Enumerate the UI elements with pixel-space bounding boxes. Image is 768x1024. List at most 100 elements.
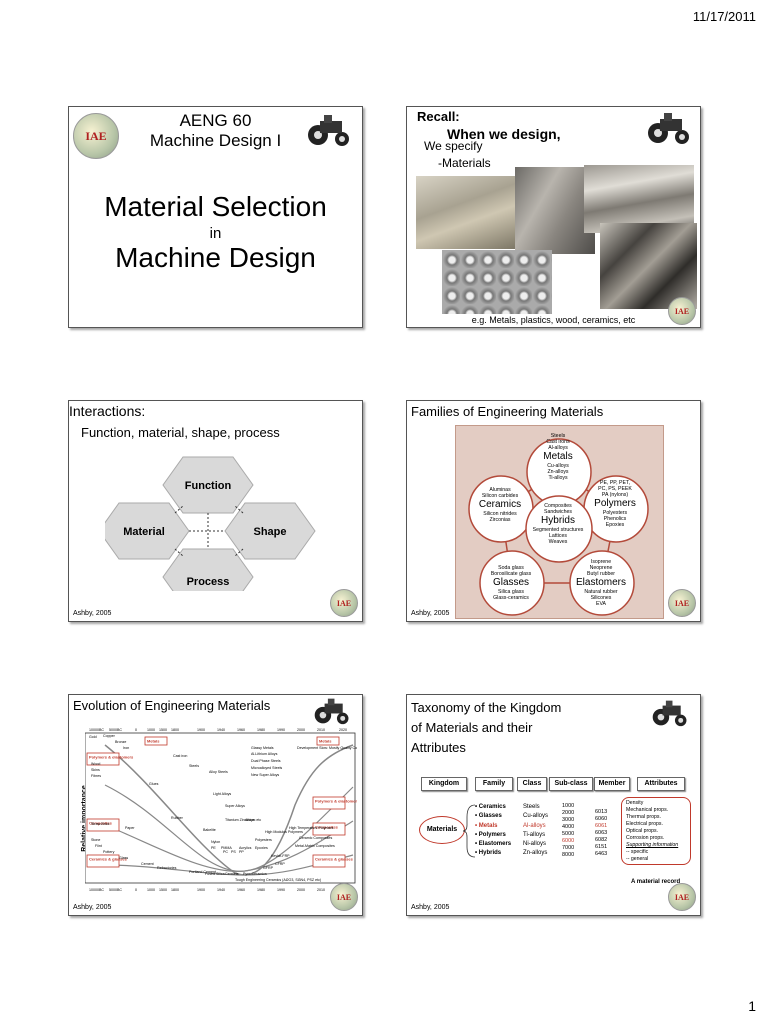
material-label: Portland Cement (189, 870, 216, 874)
family-hybrids: Composites Sandwiches Hybrids Segmented … (525, 503, 591, 545)
material-record: Density Mechanical props. Thermal props.… (621, 797, 691, 865)
attribute-item: Supporting information (626, 842, 679, 848)
family-item: Silicon carbides (481, 493, 519, 499)
taxonomy-title-line: Taxonomy of the Kingdom (411, 700, 562, 715)
member-item: 6061 (595, 823, 608, 829)
family-item: Weaves (548, 539, 568, 545)
credit: Ashby, 2005 (411, 904, 450, 911)
time-tick-label: 1800 (171, 888, 179, 892)
photo-angle-bars (600, 223, 697, 309)
time-tick-label: 1940 (217, 888, 225, 892)
family-name: Ceramics (478, 499, 522, 510)
photo-sheet-metal (515, 167, 595, 254)
material-label: Pyro-Ceramics (243, 872, 267, 876)
hex-shape-label: Shape (253, 526, 286, 538)
iae-logo-text: IAE (336, 598, 352, 608)
material-label: CFRP (275, 862, 285, 866)
family-item: Natural rubber (584, 589, 618, 595)
material-label: PS (231, 850, 236, 854)
photo-tube-bundle (442, 250, 552, 314)
family-glasses: Soda glass Borosilicate glass Glasses Si… (478, 565, 544, 601)
time-tick-label: 1500 (159, 888, 167, 892)
family-item: Ti-alloys (548, 475, 568, 481)
material-label: Fibres (91, 774, 101, 778)
family-item: Zirconias (489, 517, 511, 523)
family-glasses: • Glasses (475, 813, 502, 820)
family-box (86, 752, 120, 766)
family-item: Segmented structures (532, 527, 584, 533)
iae-logo-text: IAE (674, 306, 690, 316)
material-label: Acrylics (239, 846, 252, 850)
families-title: Families of Engineering Materials (411, 404, 604, 419)
slide-title-line2: in (209, 225, 222, 242)
material-label: Titanium Zirconium etc (225, 818, 261, 822)
tractor-logo-icon (652, 700, 687, 727)
tractor-logo-icon (314, 698, 349, 725)
credit: Ashby, 2005 (411, 610, 450, 617)
family-name: Elastomers (575, 577, 626, 588)
material-label: PC (223, 850, 228, 854)
iae-logo-text: IAE (85, 128, 107, 143)
families-diagram (455, 425, 664, 619)
interaction-diagram: Function Material Shape Process (105, 456, 316, 591)
family-ceramics: • Ceramics (475, 804, 506, 810)
time-tick-label: 2020 (339, 728, 347, 732)
interactions-subtitle: Function, material, shape, process (81, 425, 280, 440)
family-box (316, 736, 340, 746)
member-item: 6063 (595, 830, 608, 836)
family-metals: • Metals (475, 822, 498, 829)
material-label: Copper (103, 734, 116, 738)
header-kingdom: Kingdom (421, 777, 467, 791)
material-label: Pottery (103, 850, 115, 854)
family-box (312, 822, 346, 836)
class-list: Steels Cu-alloys Al-alloys Ti-alloys Ni-… (523, 803, 548, 859)
recall-caption: e.g. Metals, plastics, wood, ceramics, e… (471, 315, 636, 325)
member-item: 6082 (595, 837, 608, 843)
time-tick-label: 0 (135, 728, 137, 732)
family-box (312, 796, 346, 810)
class-item: Ti-alloys (523, 831, 546, 838)
page-number: 1 (748, 998, 756, 1014)
family-item: Composites (544, 503, 572, 509)
family-elastomers: Isoprene Neoprene Butyl rubber Elastomer… (568, 559, 634, 607)
material-label: Bakelite (203, 828, 216, 832)
material-label: Tough Engineering Ceramics (Al2O3, Si3N4… (235, 878, 321, 882)
family-box-label: Composites (89, 821, 113, 826)
material-label: Ceramic Composites (299, 836, 333, 840)
taxonomy-title-line: Attributes (411, 740, 466, 755)
material-label: Cermets (225, 872, 239, 876)
family-item: Aluminas (489, 487, 511, 493)
class-item: Steels (523, 804, 540, 810)
material-label: Wood (91, 762, 100, 766)
time-tick-label: 10000BC (89, 888, 104, 892)
time-tick-label: 1980 (257, 888, 265, 892)
kingdom-bracket (463, 804, 476, 858)
time-tick-label: 5000BC (109, 728, 122, 732)
class-item: Cu-alloys (523, 813, 549, 820)
family-item: PC, PS, PEEK (598, 486, 632, 492)
subclass-list: 1000 2000 3000 4000 5000 6000 7000 8000 (562, 803, 574, 859)
material-label: Cast iron (173, 754, 187, 758)
family-item: Sandwiches (544, 509, 572, 515)
photo-metal-bars (416, 176, 516, 249)
material-label: Flint (95, 844, 102, 848)
header-subclass: Sub-class (549, 777, 593, 791)
family-item: Lattices (549, 533, 567, 539)
recall-we-specify: We specify (424, 139, 483, 153)
time-tick-label: 2000 (297, 888, 305, 892)
header-member: Member (594, 777, 630, 791)
family-name: Hybrids (541, 515, 575, 526)
material-label: GFRP (263, 866, 274, 870)
material-label: Alloys (245, 818, 255, 822)
time-tick-label: 2010 (317, 888, 325, 892)
time-tick-label: 1960 (237, 728, 245, 732)
family-item: Zn-alloys (547, 469, 569, 475)
family-box (144, 736, 168, 746)
hex-process-label: Process (187, 576, 230, 588)
time-tick-label: 1000 (147, 888, 155, 892)
tractor-logo-icon (308, 115, 349, 146)
time-tick-label: 1500 (159, 728, 167, 732)
header-date: 11/17/2011 (692, 9, 756, 24)
time-tick-label: 2000 (297, 728, 305, 732)
